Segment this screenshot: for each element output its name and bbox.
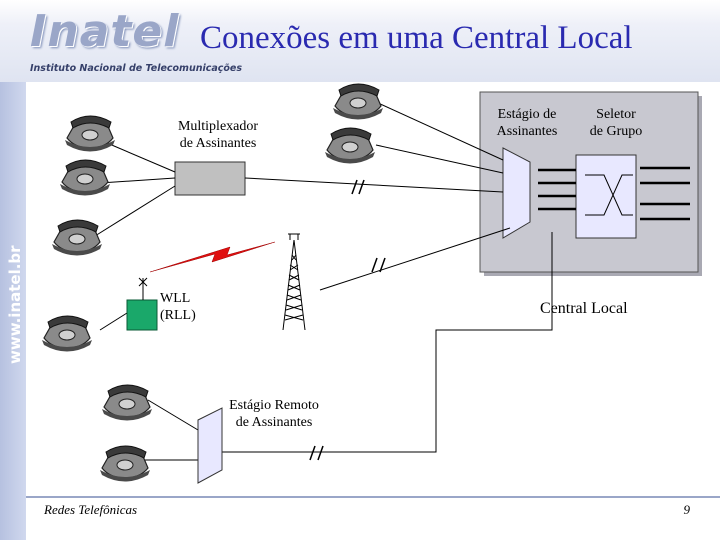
selector-crossing: [585, 174, 633, 216]
logo-subtitle: Instituto Nacional de Telecomunicações: [30, 63, 243, 74]
remote-stage-label: Estágio Remoto de Assinantes: [229, 398, 319, 430]
page-number: 9: [683, 502, 691, 517]
side-band: [0, 82, 26, 540]
wll-antenna: [138, 277, 148, 300]
telephone-icon: [41, 315, 93, 353]
group-selector: [575, 154, 637, 239]
telephone-icon: [64, 115, 116, 153]
antenna-tower: [282, 233, 306, 331]
trunk-lines: [538, 166, 690, 221]
subscriber-stage-label: Estágio de Assinantes: [496, 107, 558, 139]
central-local-label: Central Local: [540, 300, 628, 317]
telephone-icon: [51, 219, 103, 257]
radio-link-icon: [149, 241, 276, 273]
telephone-icon: [324, 127, 376, 165]
footer-course: Redes Telefônicas: [44, 502, 138, 517]
footer-divider: [26, 496, 720, 498]
telephone-icon: [101, 384, 153, 422]
multiplexer-label: Multiplexador de Assinantes: [177, 119, 259, 151]
remote-stage: [197, 407, 223, 484]
telephone-icon: [59, 159, 111, 197]
header-band: [0, 0, 720, 82]
subscriber-lines: [94, 101, 553, 461]
telephone-icon: [99, 445, 151, 483]
trunk-marks: [309, 179, 386, 461]
page-title: Conexões em uma Central Local: [200, 20, 633, 56]
group-selector-label: Seletor de Grupo: [589, 107, 643, 139]
subscriber-stage: [502, 147, 531, 239]
multiplexer-box: [174, 161, 246, 196]
inatel-logo: Inatel: [30, 6, 180, 57]
telephone-icon: [332, 83, 384, 121]
wll-label: WLL (RLL): [160, 291, 196, 323]
wll-unit: [126, 299, 158, 331]
